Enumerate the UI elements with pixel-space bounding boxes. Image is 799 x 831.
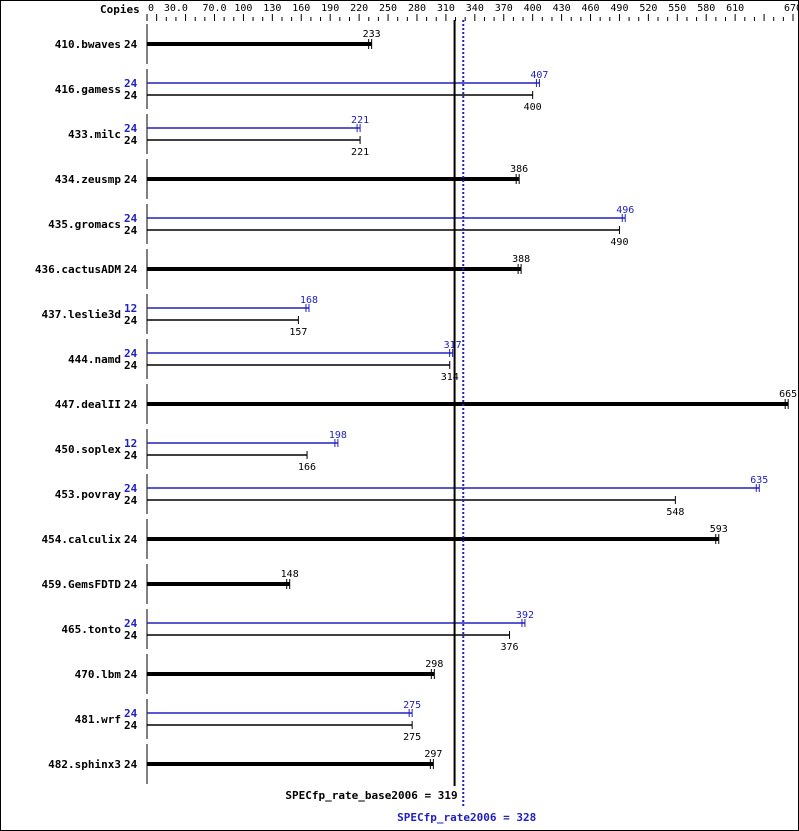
base-value-label: 593 xyxy=(710,524,728,535)
x-tick-label: 130 xyxy=(263,3,281,14)
x-tick-label: 370 xyxy=(495,3,513,14)
peak-copies: 24 xyxy=(124,617,138,630)
x-tick-label: 490 xyxy=(610,3,628,14)
peak-value-label: 221 xyxy=(351,115,369,126)
x-tick-label: 580 xyxy=(697,3,715,14)
base-copies: 24 xyxy=(124,224,138,237)
x-tick-label: 310 xyxy=(437,3,455,14)
peak-value-label: 317 xyxy=(444,340,462,351)
peak-copies: 24 xyxy=(124,482,138,495)
peak-value-label: 407 xyxy=(530,70,548,81)
peak-copies: 24 xyxy=(124,122,138,135)
base-copies: 24 xyxy=(124,494,138,507)
peak-value-label: 496 xyxy=(616,205,634,216)
base-copies: 24 xyxy=(124,173,138,186)
base-value-label: 221 xyxy=(351,147,369,158)
x-tick-label: 550 xyxy=(668,3,686,14)
peak-value-label: 392 xyxy=(516,610,534,621)
base-value-label: 314 xyxy=(441,372,459,383)
base-value-label: 490 xyxy=(610,237,628,248)
x-tick-label: 190 xyxy=(321,3,339,14)
base-copies: 24 xyxy=(124,398,138,411)
base-value-label: 386 xyxy=(510,164,528,175)
benchmark-label: 444.namd xyxy=(68,353,121,366)
base-copies: 24 xyxy=(124,578,138,591)
peak-copies: 24 xyxy=(124,77,138,90)
peak-value-label: 168 xyxy=(300,295,318,306)
peak-copies: 12 xyxy=(124,302,137,315)
base-value-label: 400 xyxy=(524,102,542,113)
benchmark-label: 436.cactusADM xyxy=(35,263,121,276)
base-value-label: 297 xyxy=(424,749,442,760)
base-copies: 24 xyxy=(124,89,138,102)
base-copies: 24 xyxy=(124,134,138,147)
base-value-label: 275 xyxy=(403,732,421,743)
benchmark-label: 435.gromacs xyxy=(48,218,121,231)
base-value-label: 148 xyxy=(281,569,299,580)
benchmark-label: 447.dealII xyxy=(55,398,121,411)
base-value-label: 388 xyxy=(512,254,530,265)
base-value-label: 665 xyxy=(779,389,797,400)
x-tick-label: 280 xyxy=(408,3,426,14)
peak-value-label: 275 xyxy=(403,700,421,711)
benchmark-label: 437.leslie3d xyxy=(42,308,121,321)
x-tick-label: 100 xyxy=(234,3,252,14)
base-copies: 24 xyxy=(124,359,138,372)
peak-value-label: 635 xyxy=(750,475,768,486)
peak-copies: 24 xyxy=(124,707,138,720)
base-value-label: 157 xyxy=(289,327,307,338)
benchmark-label: 459.GemsFDTD xyxy=(42,578,122,591)
base-copies: 24 xyxy=(124,758,138,771)
base-value-label: 233 xyxy=(363,29,381,40)
x-tick-label: 430 xyxy=(553,3,571,14)
x-tick-label: 220 xyxy=(350,3,368,14)
base-value-label: 298 xyxy=(425,659,443,670)
benchmark-label: 416.gamess xyxy=(55,83,121,96)
peak-copies: 24 xyxy=(124,212,138,225)
base-copies: 24 xyxy=(124,263,138,276)
peak-copies: 24 xyxy=(124,347,138,360)
x-tick-label: 460 xyxy=(581,3,599,14)
benchmark-label: 482.sphinx3 xyxy=(48,758,121,771)
base-copies: 24 xyxy=(124,38,138,51)
benchmark-label: 454.calculix xyxy=(42,533,122,546)
x-tick-label: 400 xyxy=(524,3,542,14)
benchmark-label: 453.povray xyxy=(55,488,122,501)
base-copies: 24 xyxy=(124,449,138,462)
benchmark-label: 465.tonto xyxy=(61,623,121,636)
benchmark-label: 433.milc xyxy=(68,128,121,141)
peak-copies: 12 xyxy=(124,437,137,450)
x-tick-label: 250 xyxy=(379,3,397,14)
base-copies: 24 xyxy=(124,314,138,327)
benchmark-label: 450.soplex xyxy=(55,443,122,456)
x-tick-label: 520 xyxy=(639,3,657,14)
benchmark-label: 410.bwaves xyxy=(55,38,121,51)
x-tick-label: 70.0 xyxy=(202,3,226,14)
x-tick-label: 610 xyxy=(726,3,744,14)
base-value-label: 548 xyxy=(666,507,684,518)
benchmark-label: 481.wrf xyxy=(75,713,121,726)
benchmark-label: 434.zeusmp xyxy=(55,173,122,186)
benchmark-label: 470.lbm xyxy=(75,668,122,681)
base-value-label: 166 xyxy=(298,462,316,473)
x-tick-label: 340 xyxy=(466,3,484,14)
base-value-label: 376 xyxy=(501,642,519,653)
base-copies: 24 xyxy=(124,668,138,681)
base-copies: 24 xyxy=(124,533,138,546)
x-tick-label: 30.0 xyxy=(164,3,188,14)
x-tick-label: 670 xyxy=(784,3,799,14)
peak-reference-label: SPECfp_rate2006 = 328 xyxy=(397,811,536,824)
base-copies: 24 xyxy=(124,719,138,732)
x-tick-label: 0 xyxy=(148,3,154,14)
base-copies: 24 xyxy=(124,629,138,642)
base-reference-label: SPECfp_rate_base2006 = 319 xyxy=(285,789,457,802)
copies-header: Copies xyxy=(100,3,140,16)
peak-value-label: 198 xyxy=(329,430,347,441)
x-tick-label: 160 xyxy=(292,3,310,14)
